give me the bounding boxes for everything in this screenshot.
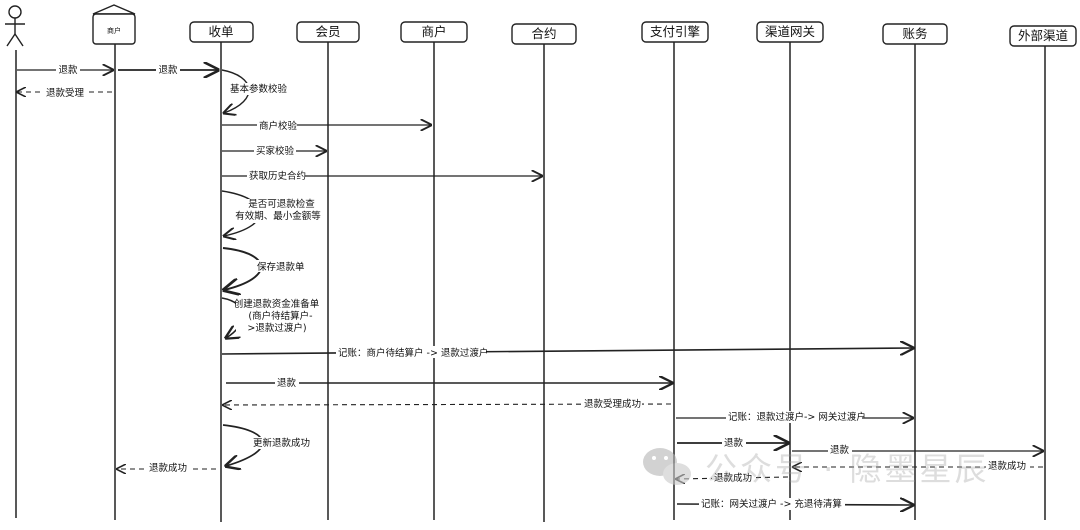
house-icon [92, 4, 136, 45]
message-label-line: (商户待结算户- [248, 310, 312, 322]
message-arrow: 记账：退款过渡户-> 网关过渡户 [676, 411, 913, 423]
message-label: 退款 [830, 444, 850, 456]
message-label-line: 有效期、最小金额等 [235, 210, 321, 222]
message-label: 买家校验 [256, 145, 295, 157]
message-label: 退款 [158, 64, 178, 76]
message-label: 退款成功 [714, 472, 752, 484]
participant-contract: 合约 [511, 23, 577, 45]
participant-label: 会员 [315, 24, 340, 39]
participant-label: 渠道网关 [765, 24, 815, 39]
self-call: 创建退款资金准备单 (商户待结算户- >退款过渡户) [221, 297, 323, 338]
self-call: 是否可退款检查 有效期、最小金额等 [222, 190, 323, 236]
watermark: 公众号 · 隐墨星辰 [643, 448, 990, 488]
message-arrow: 退款成功 [676, 472, 789, 484]
participant-pay-engine: 支付引擎 [641, 21, 709, 43]
participant-merchant: 商户 [92, 4, 136, 45]
participant-label: 合约 [531, 26, 556, 41]
message-label: 记账：网关过渡户 -> 充退待清算 [701, 498, 842, 510]
messages: 退款 退款 退款受理 基本参数校验 商户校验 [17, 63, 1043, 510]
message-label: 创建退款资金准备单 (商户待结算户- >退款过渡户) [234, 298, 323, 334]
self-call: 保存退款单 [223, 247, 305, 290]
message-arrow: 退款受理 [17, 86, 112, 99]
message-arrow: 退款成功 [793, 460, 1043, 472]
participant-label: 商户 [421, 24, 446, 39]
message-arrow: 记账：商户待结算户 -> 退款过渡户 [221, 346, 913, 359]
message-label-line: >退款过渡户) [247, 322, 306, 334]
participant-merchant-svc: 商户 [400, 21, 468, 43]
message-label: 退款成功 [988, 460, 1026, 472]
message-arrow: 退款 [226, 377, 672, 389]
message-label: 退款成功 [149, 462, 187, 474]
message-arrow: 退款 [17, 63, 113, 76]
message-label: 退款 [277, 377, 297, 389]
message-label: 获取历史合约 [249, 170, 306, 182]
message-label: 记账：退款过渡户-> 网关过渡户 [728, 411, 866, 423]
message-label: 是否可退款检查 有效期、最小金额等 [235, 198, 321, 222]
participant-order: 收单 [189, 21, 254, 43]
participant-account: 账务 [882, 23, 948, 45]
message-arrow: 获取历史合约 [222, 170, 542, 182]
message-arrow: 买家校验 [222, 144, 326, 157]
message-arrow: 退款受理成功 [223, 398, 672, 410]
self-call: 基本参数校验 [222, 69, 288, 113]
participant-member: 会员 [296, 21, 360, 43]
lifelines [15, 42, 1046, 522]
message-arrow: 记账：网关过渡户 -> 充退待清算 [676, 498, 913, 510]
message-label: 退款受理成功 [584, 398, 641, 410]
participant-label: 外部渠道 [1018, 28, 1069, 43]
message-label: 退款 [58, 64, 78, 76]
message-label: 记账：商户待结算户 -> 退款过渡户 [338, 347, 488, 359]
participant-user [5, 5, 25, 47]
message-arrow: 退款 [677, 437, 788, 449]
message-label: 更新退款成功 [253, 437, 310, 449]
message-label: 退款受理 [46, 87, 85, 99]
participant-external: 外部渠道 [1009, 25, 1077, 47]
message-arrow: 退款 [118, 63, 218, 76]
self-call: 更新退款成功 [223, 424, 310, 466]
participant-label: 收单 [208, 24, 233, 39]
message-label-line: 是否可退款检查 [248, 198, 315, 210]
message-label-line: 创建退款资金准备单 [234, 298, 320, 310]
participant-label: 账务 [902, 26, 927, 41]
message-label: 退款 [724, 437, 744, 449]
participant-label: 商户 [107, 26, 121, 35]
wechat-icon [643, 448, 691, 485]
message-arrow: 退款 [792, 444, 1043, 456]
participant-gateway: 渠道网关 [756, 21, 824, 43]
message-label: 商户校验 [259, 120, 298, 132]
message-arrow: 退款成功 [117, 462, 216, 474]
stick-figure-icon [5, 5, 25, 47]
participant-label: 支付引擎 [650, 24, 700, 39]
message-label: 基本参数校验 [230, 83, 288, 95]
message-arrow: 商户校验 [222, 119, 431, 132]
watermark-text: 公众号 · 隐墨星辰 [705, 450, 990, 488]
message-label: 保存退款单 [257, 261, 305, 273]
